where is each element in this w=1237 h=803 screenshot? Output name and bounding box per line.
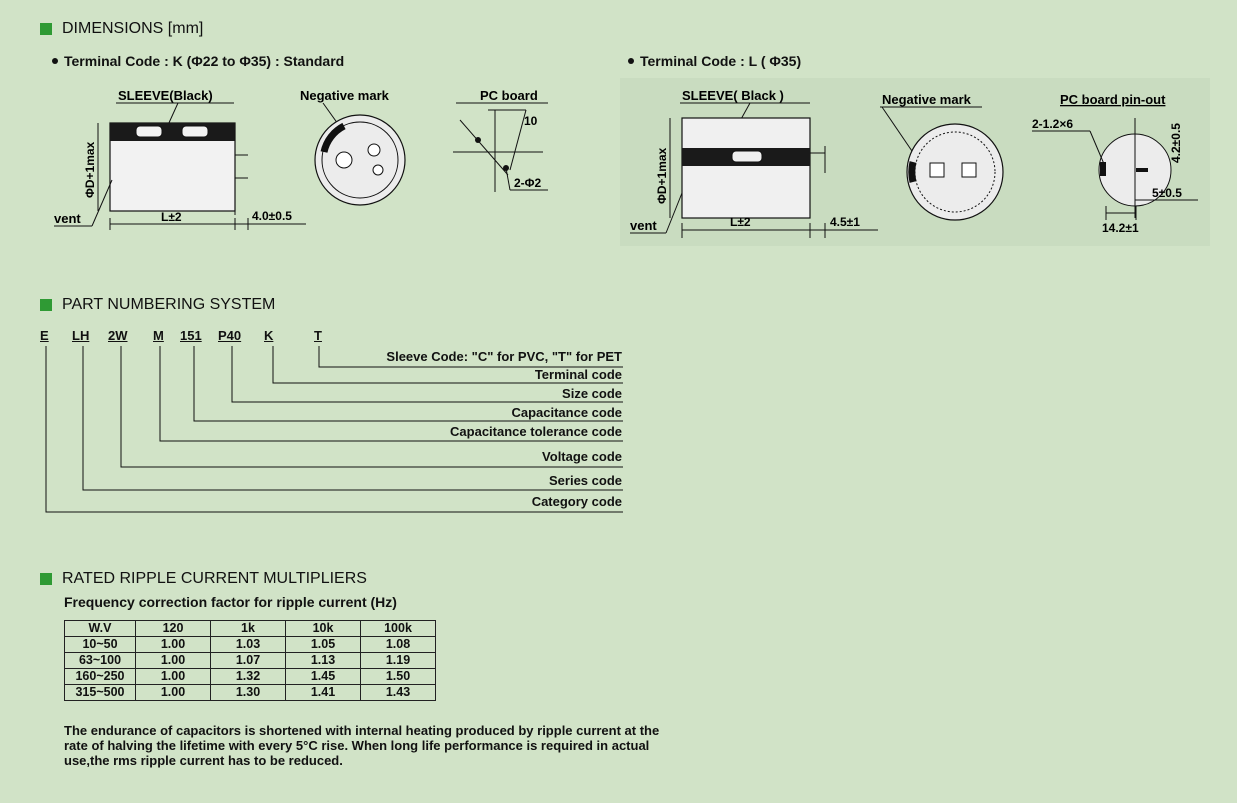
table-cell: 63~100 bbox=[64, 652, 136, 669]
table-cell: 1.45 bbox=[285, 668, 361, 685]
code-tolerance: M bbox=[153, 328, 164, 343]
capacitor-body bbox=[681, 117, 811, 219]
negative-mark-label: Negative mark bbox=[882, 92, 972, 107]
table-cell: 1.00 bbox=[135, 636, 211, 653]
label-size-code: Size code bbox=[562, 386, 622, 401]
lead-length-label: 4.0±0.5 bbox=[252, 209, 292, 223]
label-category-code: Category code bbox=[531, 494, 622, 509]
label-voltage-code: Voltage code bbox=[542, 449, 622, 464]
terminal-l-title: Terminal Code : L ( Φ35) bbox=[628, 53, 801, 69]
ripple-table: W.V 120 1k 10k 100k 10~50 1.00 1.03 1.05… bbox=[64, 620, 436, 701]
length-label: L±2 bbox=[730, 215, 751, 229]
bullet-icon bbox=[628, 58, 634, 65]
pc-board-label: PC board pin-out bbox=[1060, 92, 1166, 107]
pitch-label: 10 bbox=[524, 114, 538, 128]
capacitor-top bbox=[906, 123, 1004, 221]
terminal-l-drawing: SLEEVE( Black ) ΦD+1max vent L±2 4.5±1 N… bbox=[620, 78, 1210, 246]
table-row: 315~500 1.00 1.30 1.41 1.43 bbox=[64, 684, 436, 701]
code-terminal: K bbox=[264, 328, 274, 343]
vent-label: vent bbox=[630, 218, 657, 233]
code-series: LH bbox=[72, 328, 90, 343]
code-sleeve: T bbox=[314, 328, 322, 343]
code-voltage: 2W bbox=[108, 328, 128, 343]
section-dimensions: DIMENSIONS [mm] bbox=[40, 20, 203, 38]
table-row: 63~100 1.00 1.07 1.13 1.19 bbox=[64, 652, 436, 669]
bullet-icon bbox=[52, 58, 58, 65]
table-cell: 160~250 bbox=[64, 668, 136, 685]
capacitor-top bbox=[314, 114, 406, 206]
code-category: E bbox=[40, 328, 49, 343]
length-label: L±2 bbox=[161, 210, 182, 224]
section-title: RATED RIPPLE CURRENT MULTIPLIERS bbox=[62, 570, 367, 587]
section-title: PART NUMBERING SYSTEM bbox=[62, 296, 276, 313]
holes-label: 2-1.2×6 bbox=[1032, 117, 1073, 131]
part-numbering-leaders bbox=[45, 346, 623, 513]
table-cell: 1.43 bbox=[360, 684, 436, 701]
table-cell: 315~500 bbox=[64, 684, 136, 701]
sleeve-label: SLEEVE(Black) bbox=[118, 88, 213, 103]
section-marker bbox=[40, 573, 52, 585]
dim-a-label: 4.2±0.5 bbox=[1169, 123, 1183, 163]
pc-board-label: PC board bbox=[480, 88, 538, 103]
table-cell: 1.30 bbox=[210, 684, 286, 701]
diameter-label: ΦD+1max bbox=[83, 141, 97, 198]
diameter-label: ΦD+1max bbox=[655, 147, 669, 204]
table-row: 160~250 1.00 1.32 1.45 1.50 bbox=[64, 668, 436, 685]
table-cell: 1.00 bbox=[135, 652, 211, 669]
label-series-code: Series code bbox=[549, 473, 622, 488]
dim-b-label: 5±0.5 bbox=[1152, 186, 1182, 200]
table-cell: 10~50 bbox=[64, 636, 136, 653]
negative-mark-label: Negative mark bbox=[300, 88, 390, 103]
table-cell: 1.13 bbox=[285, 652, 361, 669]
table-cell: 1.05 bbox=[285, 636, 361, 653]
label-tolerance-code: Capacitance tolerance code bbox=[450, 424, 622, 439]
section-ripple: RATED RIPPLE CURRENT MULTIPLIERS bbox=[40, 570, 367, 588]
lead-length-label: 4.5±1 bbox=[830, 215, 860, 229]
code-capacitance: 151 bbox=[180, 328, 202, 343]
terminal-k-title: Terminal Code : K (Φ22 to Φ35) : Standar… bbox=[52, 53, 344, 69]
header-cell: 120 bbox=[135, 620, 211, 637]
sleeve-label: SLEEVE( Black ) bbox=[682, 88, 784, 103]
holes-label: 2-Φ2 bbox=[514, 176, 542, 190]
table-row: 10~50 1.00 1.03 1.05 1.08 bbox=[64, 636, 436, 653]
header-cell: 1k bbox=[210, 620, 286, 637]
terminal-k-drawing: SLEEVE(Black) ΦD+1max vent L±2 4.0±0.5 N… bbox=[54, 88, 548, 230]
table-cell: 1.41 bbox=[285, 684, 361, 701]
table-cell: 1.50 bbox=[360, 668, 436, 685]
table-cell: 1.07 bbox=[210, 652, 286, 669]
header-cell: W.V bbox=[64, 620, 136, 637]
label-sleeve-code: Sleeve Code: "C" for PVC, "T" for PET bbox=[386, 349, 622, 364]
code-size: P40 bbox=[218, 328, 242, 343]
section-title: DIMENSIONS [mm] bbox=[62, 20, 204, 37]
dim-c-label: 14.2±1 bbox=[1102, 221, 1139, 235]
ripple-note: The endurance of capacitors is shortened… bbox=[64, 723, 660, 768]
table-cell: 1.08 bbox=[360, 636, 436, 653]
header-cell: 100k bbox=[360, 620, 436, 637]
label-terminal-code: Terminal code bbox=[534, 367, 622, 382]
header-cell: 10k bbox=[285, 620, 361, 637]
table-cell: 1.19 bbox=[360, 652, 436, 669]
section-part-numbering: PART NUMBERING SYSTEM bbox=[40, 296, 275, 314]
section-marker bbox=[40, 23, 52, 35]
table-cell: 1.03 bbox=[210, 636, 286, 653]
label-capacitance-code: Capacitance code bbox=[511, 405, 622, 420]
table-cell: 1.00 bbox=[135, 684, 211, 701]
vent-label: vent bbox=[54, 211, 81, 226]
table-header-row: W.V 120 1k 10k 100k bbox=[64, 620, 436, 637]
section-marker bbox=[40, 299, 52, 311]
table-cell: 1.32 bbox=[210, 668, 286, 685]
ripple-subtitle: Frequency correction factor for ripple c… bbox=[64, 594, 397, 610]
table-cell: 1.00 bbox=[135, 668, 211, 685]
